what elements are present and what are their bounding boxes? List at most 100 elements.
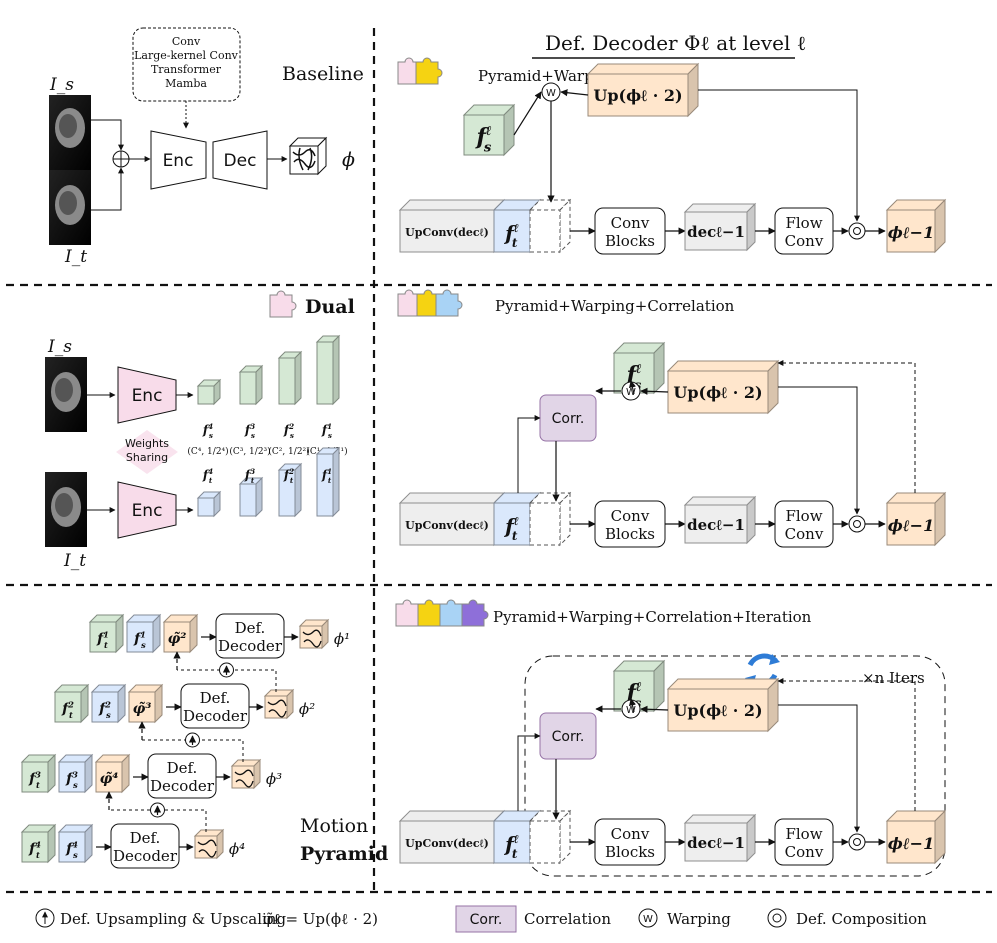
pyramid-decoder-3 — [147, 753, 217, 799]
p3-upconv-label: UpConv(decℓ) — [405, 837, 489, 850]
p3-flow-conv-label-2: Conv — [785, 843, 824, 861]
p1-composition-icon — [848, 222, 866, 240]
pyramid-out-label-3: ϕ³ — [266, 770, 282, 788]
pyramid-phi-tilde-1 — [162, 613, 199, 654]
p2-phi-cube — [885, 491, 947, 547]
p3-composition-icon — [848, 833, 866, 851]
p3-puzzle-4 — [461, 599, 489, 627]
dual-encoder-bottom — [117, 481, 177, 539]
p1-flow-conv-label-1: Flow — [785, 214, 822, 232]
p2-fs-cube — [612, 341, 666, 395]
weights-sharing-line1: Weights — [125, 437, 169, 450]
pyramid-phi-cube-1 — [298, 618, 330, 650]
legend-warp-symbol: W — [643, 914, 653, 925]
upsampling-legend-icon — [35, 908, 55, 928]
target-feature-4 — [196, 490, 222, 518]
pyramid-phi-cube-4 — [193, 828, 225, 860]
p2-flow-conv-label-2: Conv — [785, 525, 824, 543]
p2-dec-cube — [683, 495, 757, 545]
p3-conv-blocks-label-2: Blocks — [605, 843, 655, 861]
weights-sharing-diamond — [116, 430, 178, 474]
pyramid-title-line1: Motion — [300, 815, 368, 837]
input-source-label: I_s — [49, 75, 74, 95]
pyramid-ft-2 — [53, 683, 90, 724]
legend-upsampling: Def. Upsampling & Upscaling — [60, 910, 286, 928]
p2-upconv-label: UpConv(decℓ) — [405, 519, 489, 532]
legend-composition: Def. Composition — [796, 910, 927, 928]
pyramid-ft-3 — [20, 753, 57, 794]
dual-encoder-top — [117, 366, 177, 424]
target-feature-1 — [315, 446, 341, 518]
legend-corr-box — [455, 905, 517, 933]
legend-correlation: Correlation — [524, 910, 611, 928]
input-target-image — [49, 170, 91, 245]
legend-upsampling-formula: φ̃ℓ = Up(ϕℓ · 2) — [263, 910, 378, 928]
p1-upconv-label: UpConv(decℓ) — [405, 226, 489, 239]
p1-phi-label: ϕℓ−1 — [888, 223, 934, 242]
iteration-loop-box — [524, 655, 946, 877]
p3-flow-conv-label-1: Flow — [785, 825, 822, 843]
p1-up-to-comp — [698, 89, 860, 222]
p1-puzzle-2 — [415, 57, 443, 85]
p1-warped-cube — [528, 198, 572, 254]
legend: Def. Upsampling & Upscaling φ̃ℓ = Up(ϕℓ … — [35, 905, 927, 933]
p1-fs-cube — [462, 103, 516, 157]
p1-conv-blocks-label-1: Conv — [611, 214, 650, 232]
p2-flow-conv-label-1: Flow — [785, 507, 822, 525]
p2-up-to-comp — [778, 386, 860, 515]
pyramid-upsample-path-4 — [109, 809, 207, 832]
p3-up-label: Up(ϕℓ · 2) — [673, 701, 762, 720]
pyramid-phi-tilde-label-1: φ̃² — [168, 630, 187, 647]
legend-corr-box-label: Corr. — [470, 912, 503, 928]
pyramid-decoder-1-label-2: Decoder — [218, 637, 283, 655]
p1-flow-conv-label-2: Conv — [785, 232, 824, 250]
source-feature-3 — [238, 364, 264, 406]
p2-up-label: Up(ϕℓ · 2) — [673, 383, 762, 402]
pyramid-fs-1 — [125, 613, 162, 654]
pyramid-phi-tilde-2 — [127, 683, 164, 724]
encoder-option-3: Mamba — [165, 77, 207, 90]
deformation-field-icon — [288, 136, 328, 176]
p2-phi-label: ϕℓ−1 — [888, 516, 934, 535]
p3-feedback-arrow — [777, 678, 916, 811]
p2-upconv-cube — [398, 491, 506, 547]
p2-puzzle-3 — [435, 289, 463, 317]
baseline-dec-label: Dec — [224, 151, 257, 171]
p3-up-cube — [666, 677, 780, 733]
encoder-options-box — [132, 27, 241, 102]
iters-label: ×n Iters — [862, 669, 925, 687]
decoder-panels: Def. Decoder Φℓ at level ℓ Pyramid+Warpi… — [395, 31, 947, 877]
p1-up-cube — [586, 62, 700, 118]
baseline-enc-label: Enc — [163, 151, 194, 171]
pyramid-title-line2: Pyramid — [300, 843, 388, 865]
pyramid-decoder-3-label-1: Def. — [167, 759, 198, 777]
legend-warping: Warping — [667, 910, 731, 928]
p2-corr-label: Corr. — [552, 411, 585, 427]
p2-warped-cube — [528, 491, 572, 547]
p3-conv-blocks-label-1: Conv — [611, 825, 650, 843]
p3-fs-to-warp — [628, 698, 636, 713]
pyramid-decoder-4 — [110, 823, 180, 869]
input-target-label: I_t — [64, 247, 87, 267]
feature-dim-2: (C², 1/2²) — [268, 446, 309, 457]
pyramid-fs-2 — [90, 683, 127, 724]
panel1-caption: Pyramid+Warping — [478, 67, 618, 85]
pyramid-decoder-1 — [215, 613, 285, 659]
pyramid-fs-3 — [57, 753, 94, 794]
pyramid-decoder-4-label-1: Def. — [130, 829, 161, 847]
decoder-heading: Def. Decoder Φℓ at level ℓ — [545, 31, 806, 55]
p2-conv-blocks-label-1: Conv — [611, 507, 650, 525]
dual-input-source-image — [45, 357, 87, 432]
legend-composition-icon — [767, 908, 787, 928]
